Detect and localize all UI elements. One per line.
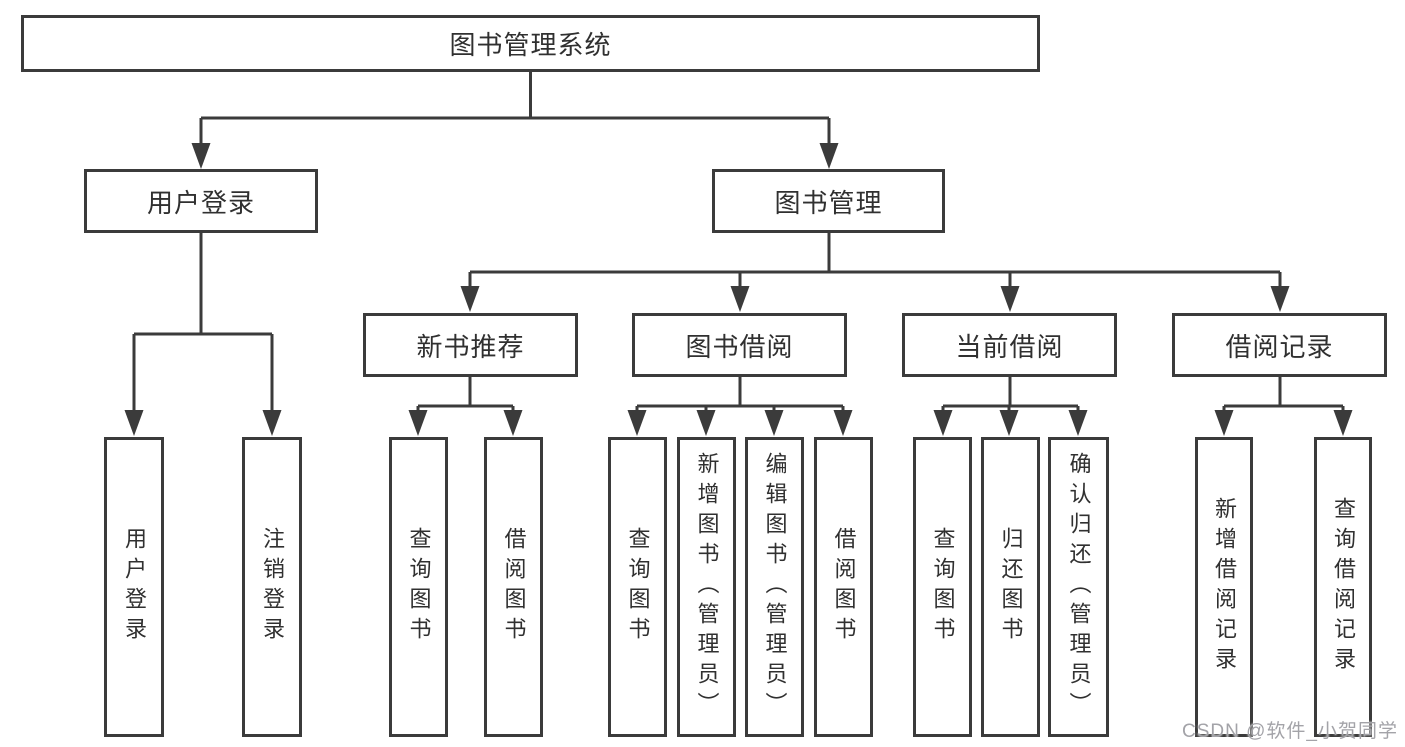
node-label: 确认归还（管理员） [1066, 452, 1092, 722]
arrow-down-icon [124, 410, 144, 436]
node-label: 借阅记录 [1225, 331, 1334, 362]
node-borrowing-records: 借阅记录 [1172, 313, 1387, 377]
leaf-borrow-books-borrowing: 借阅图书 [814, 437, 873, 737]
arrow-down-icon [933, 410, 953, 436]
node-label: 查询图书 [625, 527, 651, 647]
leaf-borrow-books-recommend: 借阅图书 [484, 437, 543, 737]
arrow-down-icon [1214, 410, 1234, 436]
csdn-watermark: CSDN @软件_小贺同学 [1182, 721, 1398, 742]
arrow-down-icon [1000, 286, 1020, 312]
node-user-login: 用户登录 [84, 169, 318, 233]
arrow-down-icon [191, 143, 211, 169]
leaf-return-books: 归还图书 [981, 437, 1040, 737]
arrow-down-icon [460, 286, 480, 312]
node-new-book-recommend: 新书推荐 [363, 313, 578, 377]
arrow-down-icon [730, 286, 750, 312]
node-label: 用户登录 [146, 187, 255, 218]
leaf-confirm-return-admin: 确认归还（管理员） [1048, 437, 1109, 737]
leaf-query-books-current: 查询图书 [913, 437, 972, 737]
node-label: 用户登录 [122, 527, 147, 647]
node-label: 归还图书 [998, 527, 1024, 647]
node-label: 当前借阅 [955, 331, 1064, 362]
arrowheads [124, 143, 1353, 436]
node-label: 查询图书 [930, 527, 956, 647]
node-label: 图书管理 [774, 187, 883, 218]
arrow-down-icon [408, 410, 428, 436]
leaf-logout: 注销登录 [242, 437, 302, 737]
leaf-query-books-recommend: 查询图书 [389, 437, 448, 737]
node-label: 借阅图书 [501, 527, 527, 647]
node-label: 新书推荐 [416, 331, 525, 362]
leaf-edit-books-admin: 编辑图书（管理员） [745, 437, 804, 737]
arrow-down-icon [819, 143, 839, 169]
arrow-down-icon [833, 410, 853, 436]
node-label: 新增图书（管理员） [694, 452, 720, 722]
node-current-borrowing: 当前借阅 [902, 313, 1117, 377]
leaf-user-login: 用户登录 [104, 437, 164, 737]
node-label: 注销登录 [260, 527, 285, 647]
node-library-management-system: 图书管理系统 [21, 15, 1040, 72]
arrow-down-icon [1270, 286, 1290, 312]
node-label: 新增借阅记录 [1212, 497, 1237, 677]
node-book-management: 图书管理 [712, 169, 945, 233]
node-label: 查询借阅记录 [1331, 497, 1356, 677]
arrow-down-icon [503, 410, 523, 436]
node-book-borrowing: 图书借阅 [632, 313, 847, 377]
arrow-down-icon [696, 410, 716, 436]
arrow-down-icon [627, 410, 647, 436]
arrow-down-icon [262, 410, 282, 436]
node-label: 查询图书 [406, 527, 432, 647]
node-label: 编辑图书（管理员） [762, 452, 788, 722]
arrow-down-icon [999, 410, 1019, 436]
leaf-query-borrow-record: 查询借阅记录 [1314, 437, 1372, 737]
node-label: 图书管理系统 [449, 30, 612, 60]
node-label: 图书借阅 [685, 331, 794, 362]
leaf-add-borrow-record: 新增借阅记录 [1195, 437, 1253, 737]
leaf-query-books-borrowing: 查询图书 [608, 437, 667, 737]
arrow-down-icon [1068, 410, 1088, 436]
arrow-down-icon [1333, 410, 1353, 436]
leaf-add-books-admin: 新增图书（管理员） [677, 437, 736, 737]
node-label: 借阅图书 [831, 527, 857, 647]
arrow-down-icon [764, 410, 784, 436]
